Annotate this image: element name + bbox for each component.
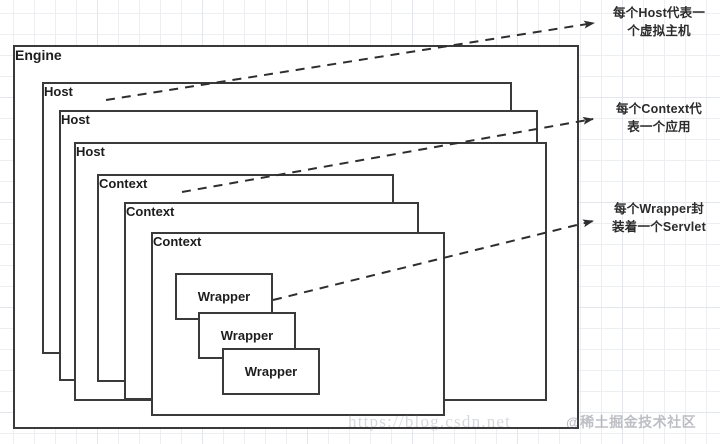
wrapper-box-3[interactable]: Wrapper <box>222 348 320 395</box>
annotation-context-note: 每个Context代 表一个应用 <box>600 100 718 136</box>
annotation-context-line-2: 表一个应用 <box>627 120 691 135</box>
host-label-1: Host <box>44 84 73 99</box>
host-label-2: Host <box>61 112 90 127</box>
watermark-brand: @稀土掘金技术社区 <box>566 414 697 430</box>
annotation-host-note: 每个Host代表一 个虚拟主机 <box>600 4 718 40</box>
annotation-wrapper-note: 每个Wrapper封 装着一个Servlet <box>600 200 718 236</box>
annotation-host-line-1: 每个Host代表一 <box>612 6 706 20</box>
annotation-host-line-2: 个虚拟主机 <box>627 24 691 39</box>
annotation-context-line-1: 每个Context代 <box>615 102 703 116</box>
annotation-wrapper-line-2: 装着一个Servlet <box>612 220 706 235</box>
host-label-3: Host <box>76 144 105 159</box>
context-label-1: Context <box>99 176 148 191</box>
engine-label: Engine <box>15 47 62 63</box>
context-label-3: Context <box>153 234 202 249</box>
annotation-wrapper-line-1: 每个Wrapper封 <box>614 202 704 216</box>
wrapper-label-3: Wrapper <box>244 364 298 379</box>
context-label-2: Context <box>126 204 175 219</box>
